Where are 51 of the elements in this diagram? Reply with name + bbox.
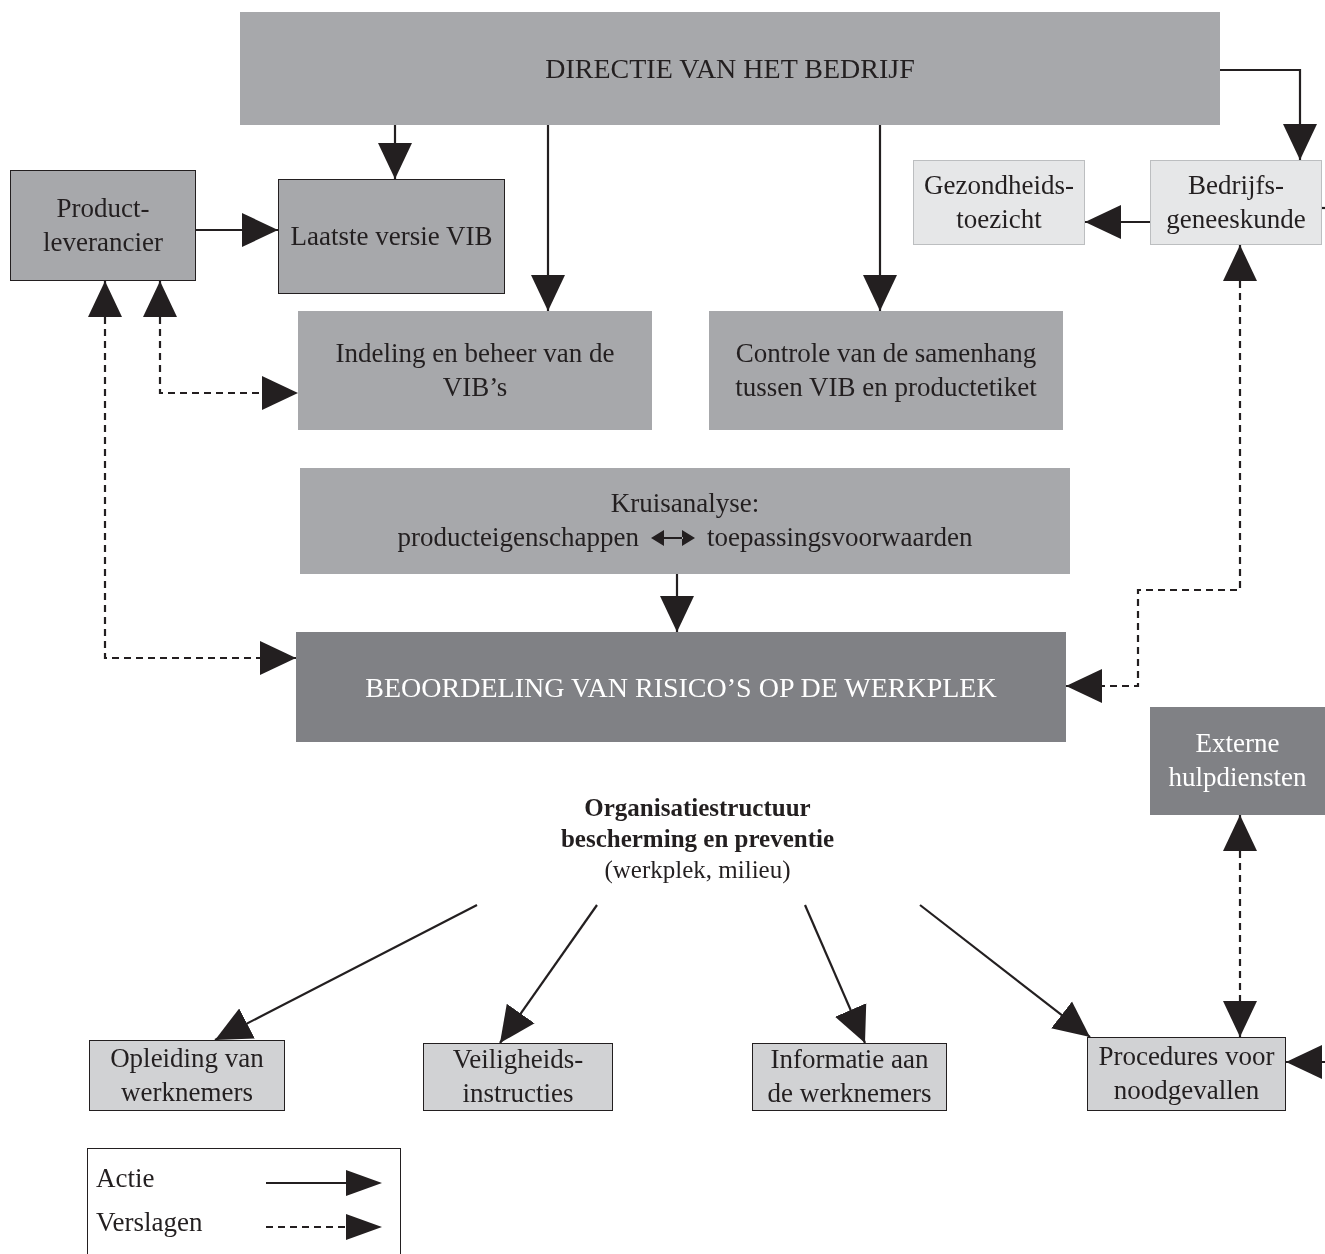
box-label: Veiligheids-instructies <box>451 1043 585 1110</box>
process-box <box>240 12 1220 125</box>
section-heading: Organisatiestructuur bescherming en preventie <box>559 792 836 854</box>
box-label: Indeling en beheer van de VIB’s <box>334 336 616 404</box>
process-box <box>1087 1037 1286 1111</box>
box-label: Gezondheids-toezicht <box>923 168 1075 236</box>
arrow <box>660 574 694 632</box>
dashed-arrow <box>1223 815 1257 1037</box>
legend-label: Actie <box>96 1163 155 1194</box>
arrow <box>196 213 278 247</box>
box-label: Informatie aan de werknemers <box>766 1043 933 1110</box>
box-label: toepassingsvoorwaarden <box>707 521 973 554</box>
arrow <box>1085 205 1150 239</box>
box-heading: Kruisanalyse: <box>610 487 760 521</box>
arrow <box>804 904 867 1044</box>
process-box <box>298 311 652 430</box>
process-box <box>89 1040 285 1111</box>
box-label: Procedures voor noodgevallen <box>1097 1040 1276 1107</box>
connector-line <box>1322 206 1325 210</box>
arrow <box>1220 68 1317 160</box>
dashed-arrow <box>143 281 298 410</box>
box-label: Bedrijfs-geneeskunde <box>1165 168 1307 236</box>
arrow <box>499 904 598 1044</box>
arrow <box>1286 1045 1325 1079</box>
section-subheading: (werkplek, milieu) <box>604 855 791 886</box>
box-label: producteigenschappen <box>397 521 639 554</box>
arrow <box>378 125 412 179</box>
dashed-arrow <box>88 281 296 675</box>
legend-label: Verslagen <box>96 1207 203 1238</box>
process-box <box>278 179 505 294</box>
dashed-arrow <box>1066 245 1257 703</box>
process-box <box>10 170 196 281</box>
process-box <box>1150 160 1322 245</box>
box-label: DIRECTIE VAN HET BEDRIJF <box>545 52 915 86</box>
process-box <box>423 1043 613 1111</box>
box-label: Opleiding van werknemers <box>109 1041 265 1109</box>
box-label: BEOORDELING VAN RISICO’S OP DE WERKPLEK <box>365 670 997 705</box>
process-box <box>913 160 1085 245</box>
box-label: Controle van de samenhang tussen VIB en productetiket <box>734 336 1038 404</box>
arrow <box>531 125 565 311</box>
process-box <box>296 632 1066 742</box>
box-label: Product-leverancier <box>42 191 164 259</box>
arrow <box>919 904 1091 1038</box>
arrow <box>214 904 478 1041</box>
arrow <box>863 125 897 311</box>
box-label: Externe hulpdiensten <box>1167 727 1308 794</box>
process-box <box>709 311 1063 430</box>
box-label: Laatste versie VIB <box>290 219 493 253</box>
process-box <box>752 1043 947 1111</box>
process-box <box>1150 707 1325 815</box>
process-box <box>300 468 1070 574</box>
